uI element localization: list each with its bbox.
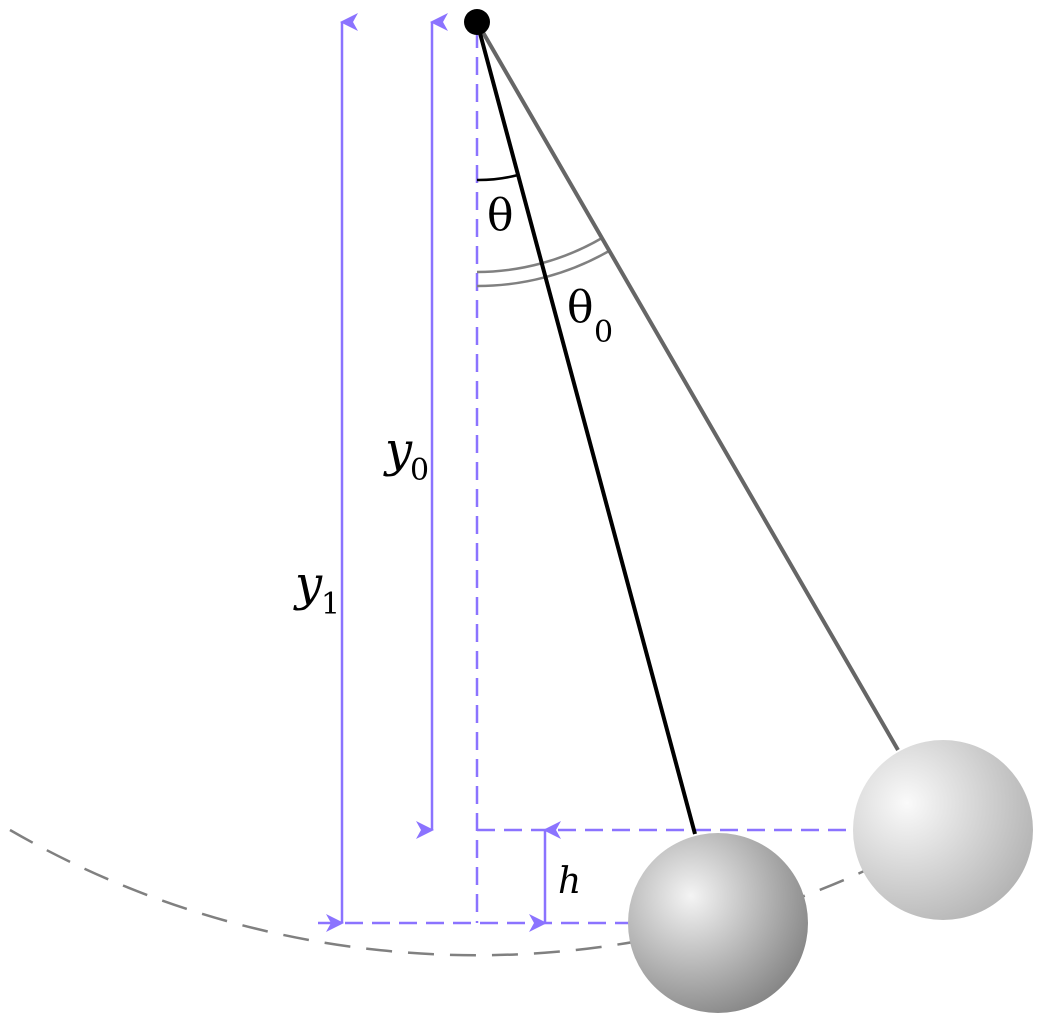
theta-angle-arc <box>476 173 519 182</box>
y1-subscript: 1 <box>321 587 340 622</box>
pivot-point <box>464 9 490 35</box>
initial-string <box>475 20 900 752</box>
y0-label: y <box>383 422 413 478</box>
current-string <box>475 21 697 835</box>
h-label: h <box>558 861 581 902</box>
swing-path-arc <box>9 828 936 957</box>
theta0-label: θ <box>567 282 594 333</box>
y0-subscript: 0 <box>410 453 429 488</box>
y1-label: y <box>293 556 323 612</box>
theta-label: θ <box>487 190 514 241</box>
theta0-subscript: 0 <box>594 315 613 350</box>
initial-bob <box>853 740 1033 920</box>
current-bob <box>628 833 808 1013</box>
